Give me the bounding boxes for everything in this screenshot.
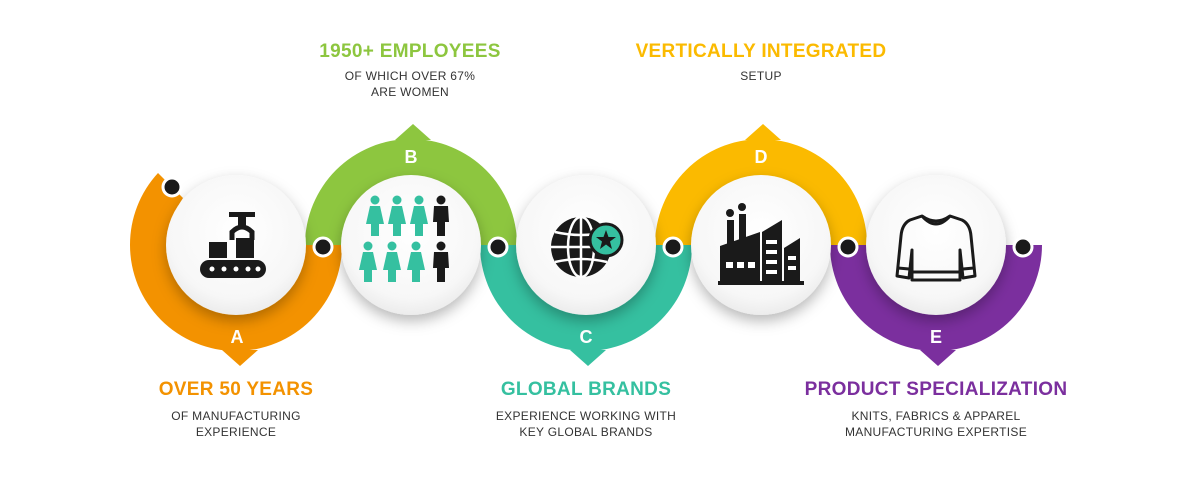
woman-figure [410, 195, 428, 236]
icon-circle-b [341, 175, 481, 315]
icon-circle-e [866, 175, 1006, 315]
step-subtitle-d: SETUP [740, 68, 782, 84]
step-subtitle-c: EXPERIENCE WORKING WITH KEY GLOBAL BRAND… [496, 408, 676, 440]
band-d [655, 139, 867, 245]
connector-dot [312, 236, 334, 258]
robot-arm-conveyor-icon [200, 212, 266, 278]
man-figure [433, 195, 449, 236]
step-letter-c: C [580, 327, 593, 347]
subtitle-line: MANUFACTURING EXPERTISE [844, 425, 1028, 439]
step-subtitle-a: OF MANUFACTURING EXPERIENCE [171, 408, 300, 440]
step-title-c: GLOBAL BRANDS [500, 379, 672, 400]
woman-figure [366, 195, 384, 236]
subtitle-line: EXPERIENCE [195, 425, 277, 439]
pointer-e [920, 350, 956, 366]
step-letter-d: D [755, 147, 768, 167]
step-letter-b: B [405, 147, 418, 167]
connector-dot [662, 236, 684, 258]
people-group-icon [359, 195, 449, 282]
subtitle-line: OF MANUFACTURING [171, 409, 301, 423]
subtitle-line: EXPERIENCE WORKING WITH [495, 409, 677, 423]
step-subtitle-e: KNITS, FABRICS & APPAREL MANUFACTURING E… [845, 408, 1027, 440]
pointer-a [222, 350, 258, 366]
connector-dot [1012, 236, 1034, 258]
icon-circle-d [691, 175, 831, 315]
woman-figure [383, 241, 401, 282]
sweater-icon [895, 214, 977, 282]
connector-dot [837, 236, 859, 258]
band-c [480, 245, 692, 351]
band-b [305, 139, 517, 245]
connector-dots [161, 176, 1034, 258]
step-letter-e: E [930, 327, 942, 347]
subtitle-line: ARE WOMEN [370, 85, 450, 99]
woman-figure [407, 241, 425, 282]
pointer-d [745, 124, 781, 140]
connector-dot [487, 236, 509, 258]
step-title-e: PRODUCT SPECIALIZATION [804, 379, 1068, 400]
woman-figure [388, 195, 406, 236]
step-title-b: 1950+ EMPLOYEES [319, 41, 501, 62]
step-subtitle-b: OF WHICH OVER 67% ARE WOMEN [345, 68, 475, 100]
globe-star-icon [551, 215, 624, 279]
subtitle-line: KEY GLOBAL BRANDS [519, 425, 653, 439]
step-title-a: OVER 50 YEARS [158, 379, 314, 400]
band-a [130, 245, 342, 351]
step-title-d: VERTICALLY INTEGRATED [635, 41, 887, 62]
band-e [830, 245, 1042, 351]
connector-dot [161, 176, 183, 198]
pointer-b [395, 124, 431, 140]
factory-icon [718, 203, 804, 285]
subtitle-line: KNITS, FABRICS & APPAREL [851, 409, 1021, 423]
subtitle-line: SETUP [740, 69, 782, 83]
subtitle-line: OF WHICH OVER 67% [344, 69, 476, 83]
man-figure [433, 241, 449, 282]
woman-figure [359, 241, 377, 282]
step-letter-a: A [231, 327, 244, 347]
pointer-c [570, 350, 606, 366]
